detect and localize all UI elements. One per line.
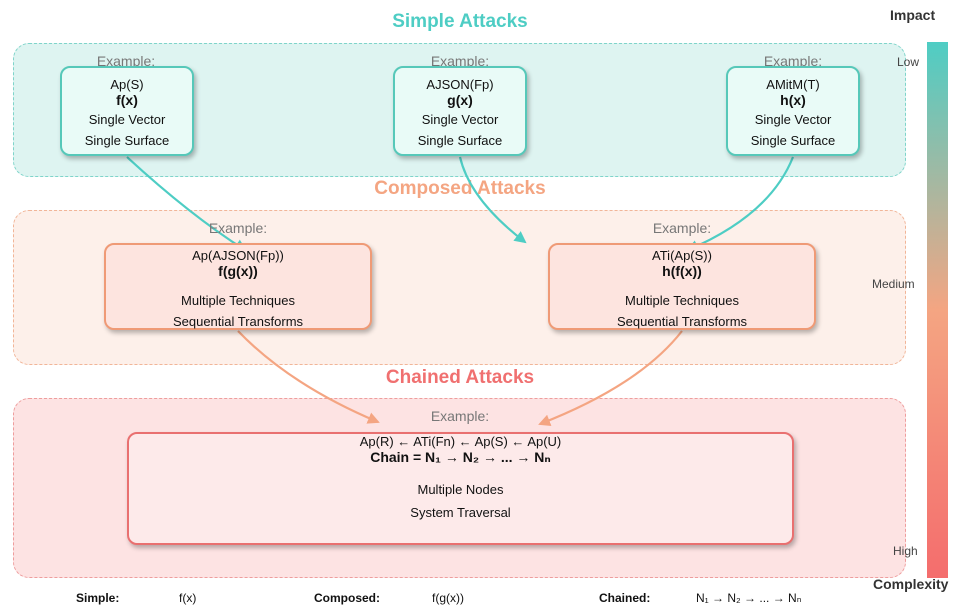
arrow-hf-to-chain <box>538 330 683 426</box>
card-desc: Single Vector <box>421 112 499 127</box>
chained-attacks-title: Chained Attacks <box>385 367 535 388</box>
composed-example-label-2: Example: <box>652 220 712 236</box>
card-function: h(f(x)) <box>662 263 702 279</box>
arrow-f-to-fg <box>126 156 247 252</box>
simple-attacks-title: Simple Attacks <box>392 11 528 32</box>
legend-composed-value: f(g(x)) <box>432 591 464 605</box>
card-function: g(x) <box>447 92 473 108</box>
composed-attacks-title: Composed Attacks <box>374 178 546 199</box>
card-notation: AJSON(Fp) <box>426 77 494 92</box>
impact-label: Impact <box>890 7 936 23</box>
simple-example-label-1: Example: <box>96 53 156 69</box>
legend-simple-label: Simple: <box>76 591 120 605</box>
legend-composed-label: Composed: <box>314 591 380 605</box>
scale-level-low: Low <box>897 55 920 69</box>
legend-chained-value: N₁ → N₂ → ... → Nₙ <box>696 591 802 605</box>
composed-attack-card-1: Ap(AJSON(Fp)) f(g(x)) Multiple Technique… <box>104 243 372 330</box>
card-desc: Multiple Techniques <box>181 293 295 308</box>
card-desc: Single Vector <box>88 112 166 127</box>
card-function: h(x) <box>780 92 806 108</box>
card-desc: Multiple Techniques <box>625 293 739 308</box>
card-desc: Multiple Nodes <box>417 482 504 497</box>
arrow-g-to-fg <box>458 156 527 244</box>
card-desc: Single Vector <box>754 112 832 127</box>
impact-gradient-bar <box>927 42 948 578</box>
card-notation: Ap(AJSON(Fp)) <box>192 248 284 263</box>
legend-chained-label: Chained: <box>599 591 651 605</box>
card-desc: Single Surface <box>750 133 836 148</box>
composed-attack-card-2: ATi(Ap(S)) h(f(x)) Multiple Techniques S… <box>548 243 816 330</box>
card-function: f(x) <box>116 92 138 108</box>
card-desc: Single Surface <box>84 133 170 148</box>
simple-example-label-2: Example: <box>430 53 490 69</box>
simple-attack-card-2: AJSON(Fp) g(x) Single Vector Single Surf… <box>393 66 527 156</box>
composed-example-label-1: Example: <box>208 220 268 236</box>
card-desc: Sequential Transforms <box>616 314 748 329</box>
card-function: f(g(x)) <box>218 263 258 279</box>
card-notation: Ap(R) ← ATi(Fn) ← Ap(S) ← Ap(U) <box>359 434 562 449</box>
card-desc: System Traversal <box>410 505 511 520</box>
legend-simple-value: f(x) <box>179 591 197 605</box>
card-desc: Sequential Transforms <box>172 314 304 329</box>
complexity-label: Complexity <box>873 576 949 592</box>
arrow-fg-to-chain <box>237 330 380 424</box>
card-notation: AMitM(T) <box>766 77 820 92</box>
chained-example-label: Example: <box>430 408 490 424</box>
simple-attack-card-3: AMitM(T) h(x) Single Vector Single Surfa… <box>726 66 860 156</box>
card-function: Chain = N₁ → N₂ → ... → Nₙ <box>370 449 551 465</box>
card-notation: Ap(S) <box>110 77 144 92</box>
scale-level-medium: Medium <box>872 277 915 291</box>
simple-attack-card-1: Ap(S) f(x) Single Vector Single Surface <box>60 66 194 156</box>
card-notation: ATi(Ap(S)) <box>652 248 712 263</box>
scale-level-high: High <box>893 544 918 558</box>
card-desc: Single Surface <box>417 133 503 148</box>
arrow-h-to-hf <box>686 156 795 252</box>
chained-attack-card: Ap(R) ← ATi(Fn) ← Ap(S) ← Ap(U) Chain = … <box>127 432 794 545</box>
simple-example-label-3: Example: <box>763 53 823 69</box>
